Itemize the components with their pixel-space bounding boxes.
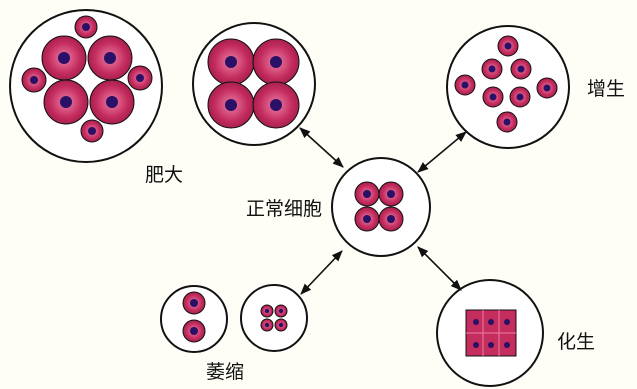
arrow-normal-metaplasia (418, 247, 461, 290)
label-normal-cells: 正常细胞 (246, 200, 322, 219)
normal-boundary-circle (332, 158, 430, 256)
hypertrophy-group (10, 10, 162, 162)
atrophy-group (161, 285, 307, 352)
label-metaplasia: 化生 (557, 333, 595, 352)
arrow-normal-hypertrophy (300, 128, 343, 167)
normal-cells-group (332, 158, 430, 256)
atrophy-boundary-circle-small (241, 285, 307, 351)
arrow-normal-hyperplasia (418, 132, 466, 172)
label-hypertrophy: 肥大 (145, 166, 183, 185)
label-atrophy: 萎缩 (206, 363, 244, 382)
metaplasia-group (437, 280, 543, 386)
hyperplasia-group (447, 26, 569, 148)
arrow-normal-atrophy (301, 251, 342, 294)
hypertrophy-stage-group (193, 23, 315, 145)
label-hyperplasia: 增生 (587, 80, 625, 99)
hypertrophy-stage-boundary-circle (193, 23, 315, 145)
metaplasia-cells (466, 310, 516, 356)
